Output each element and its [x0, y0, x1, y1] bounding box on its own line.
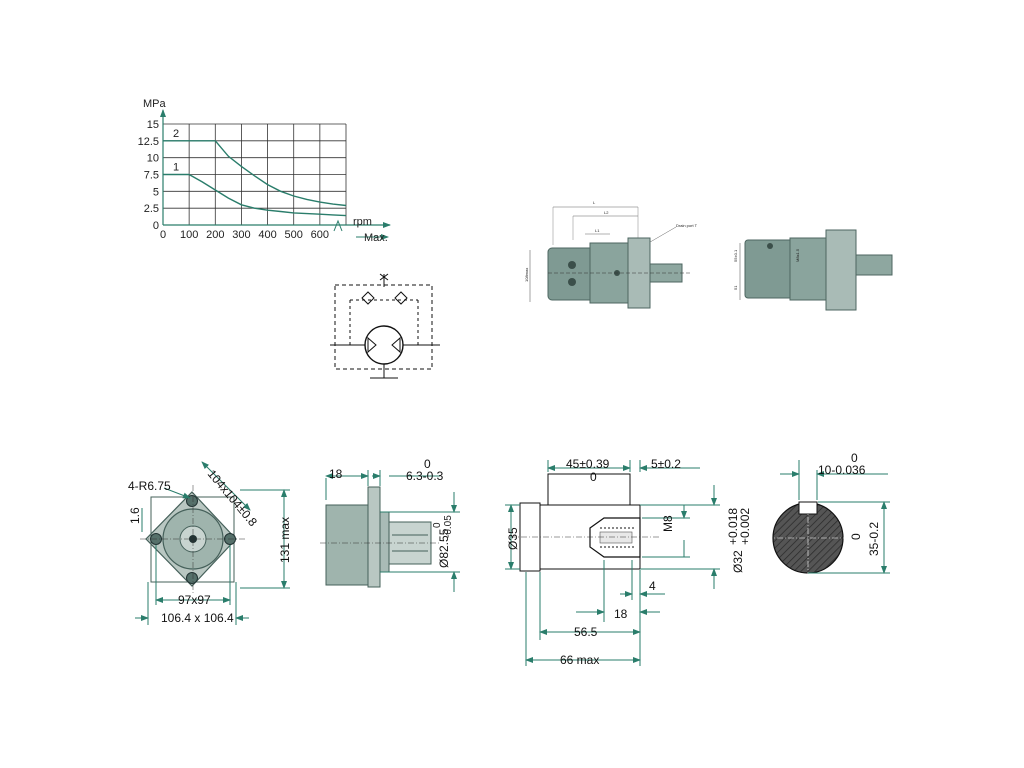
chart-x-ticks: 0 100 200 300 400 500 600 — [160, 229, 329, 241]
chart-y-axis-label: MPa — [143, 98, 167, 110]
dim-pilot-tol-top: 0 — [424, 457, 431, 471]
motor-photo-side-view: L L2 L1 Drain port T 108max — [524, 200, 698, 309]
x-tick-label: 600 — [311, 229, 329, 241]
dim-56-5: 56.5 — [574, 625, 598, 639]
dim-shaft-dia: Ø32 — [731, 550, 745, 573]
dim-key-top: 0 — [851, 451, 858, 465]
shaft-cross-section: 0 10-0.036 0 35-0.2 — [766, 451, 890, 580]
port-b-icon — [568, 278, 576, 286]
label-height: 108max — [524, 268, 529, 282]
side-flange — [367, 486, 381, 588]
motor-circle-icon — [364, 325, 404, 365]
dim-flange-width: 18 — [329, 467, 343, 481]
dim-key-length: 45±0.39 — [566, 457, 610, 471]
chart-y-ticks: 15 12.5 10 7.5 5 2.5 0 — [138, 119, 159, 232]
dim-key-width: 10-0.036 — [818, 463, 866, 477]
motor-top-shaft — [855, 254, 893, 276]
x-tick-label: 100 — [180, 229, 198, 241]
chart-axes — [160, 109, 391, 240]
top-port-icon — [767, 243, 773, 249]
front-flange-view: 4-R6.75 104x104±0.8 1.6 131 max 97x97 10… — [128, 461, 292, 625]
dim-pilot-dia-tol-bot: -0.05 — [443, 515, 454, 538]
hydraulic-motor-symbol — [330, 273, 440, 379]
shaft-key — [547, 473, 631, 506]
label-L: L — [593, 200, 596, 205]
dim-18: 18 — [614, 607, 628, 621]
dim-radius: 4-R6.75 — [128, 479, 171, 493]
dim-height-top: 0 — [849, 533, 863, 540]
dim-shaft-dia-tol-top: +0.018 — [726, 508, 740, 545]
motor-cover — [547, 247, 595, 301]
dim-66-max: 66 max — [560, 653, 599, 667]
dim-shaft-dia-tol-bot: +0.002 — [738, 508, 752, 545]
label-side-b: 51 — [733, 285, 738, 290]
label-side-c: M8x1.5 — [795, 248, 800, 262]
check-valve-right-icon — [394, 291, 408, 305]
chart-series: 21 — [163, 128, 347, 217]
shaft-detail-view: 45±0.39 0 5±0.2 M8 Ø35 Ø32 +0.018 +0.002… — [505, 457, 752, 667]
series-label-1: 1 — [173, 162, 179, 174]
check-valve-left-icon — [361, 291, 375, 305]
y-tick-label: 7.5 — [144, 170, 159, 182]
symbol-drain-cross — [379, 273, 389, 281]
series-label-2: 2 — [173, 128, 179, 140]
motor-triangle-left-icon — [367, 336, 377, 354]
dim-hole: 1.6 — [128, 507, 142, 524]
dim-height: 131 max — [278, 517, 292, 563]
x-tick-label: 200 — [206, 229, 224, 241]
dim-pilot-dia-tol-top: 0 — [432, 522, 443, 528]
dim-height: 35-0.2 — [867, 522, 881, 556]
y-tick-label: 12.5 — [138, 136, 159, 148]
label-L2: L2 — [604, 210, 609, 215]
label-side-a: 55±0.1 — [733, 249, 738, 262]
label-L1: L1 — [595, 228, 600, 233]
chart-x-axis-label: rpm — [353, 216, 372, 228]
series-line-1 — [188, 173, 347, 217]
port-a-icon — [568, 261, 576, 269]
side-pilot — [379, 511, 390, 573]
dim-body-dia: Ø35 — [506, 527, 520, 550]
dim-pilot-depth: 6.3-0.3 — [406, 469, 444, 483]
x-tick-label: 300 — [232, 229, 250, 241]
motor-photo-top-view: 55±0.1 51 M8x1.5 — [733, 229, 893, 311]
chart-x-max-label: Max. — [364, 232, 388, 244]
dim-key-length-tol: 0 — [590, 470, 597, 484]
dim-pilot-dia: Ø82.55 — [437, 528, 451, 568]
motor-triangle-right-icon — [391, 336, 401, 354]
y-tick-label: 5 — [153, 186, 159, 198]
side-flange-view: 18 0 6.3-0.3 Ø82.55 0 -0.05 — [320, 457, 460, 592]
y-tick-label: 10 — [147, 153, 159, 165]
dim-bolt-pattern: 97x97 — [178, 593, 211, 607]
x-tick-label: 500 — [285, 229, 303, 241]
dim-4: 4 — [649, 579, 656, 593]
label-drain-port: Drain port T — [676, 223, 698, 228]
motor-top-flange — [825, 229, 857, 311]
series-line-2 — [214, 140, 347, 207]
bolt-hole-bottom-icon — [186, 572, 198, 584]
dim-key-position: 5±0.2 — [651, 457, 681, 471]
x-tick-label: 400 — [258, 229, 276, 241]
y-tick-label: 2.5 — [144, 203, 159, 215]
axis-break — [333, 219, 343, 232]
motor-top-body — [789, 237, 831, 301]
x-tick-label: 0 — [160, 229, 166, 241]
dim-outer-square: 106.4 x 106.4 — [161, 611, 234, 625]
side-body — [325, 504, 371, 586]
y-tick-label: 15 — [147, 119, 159, 131]
dim-thread: M8 — [661, 515, 675, 532]
y-tick-label: 0 — [153, 220, 159, 232]
